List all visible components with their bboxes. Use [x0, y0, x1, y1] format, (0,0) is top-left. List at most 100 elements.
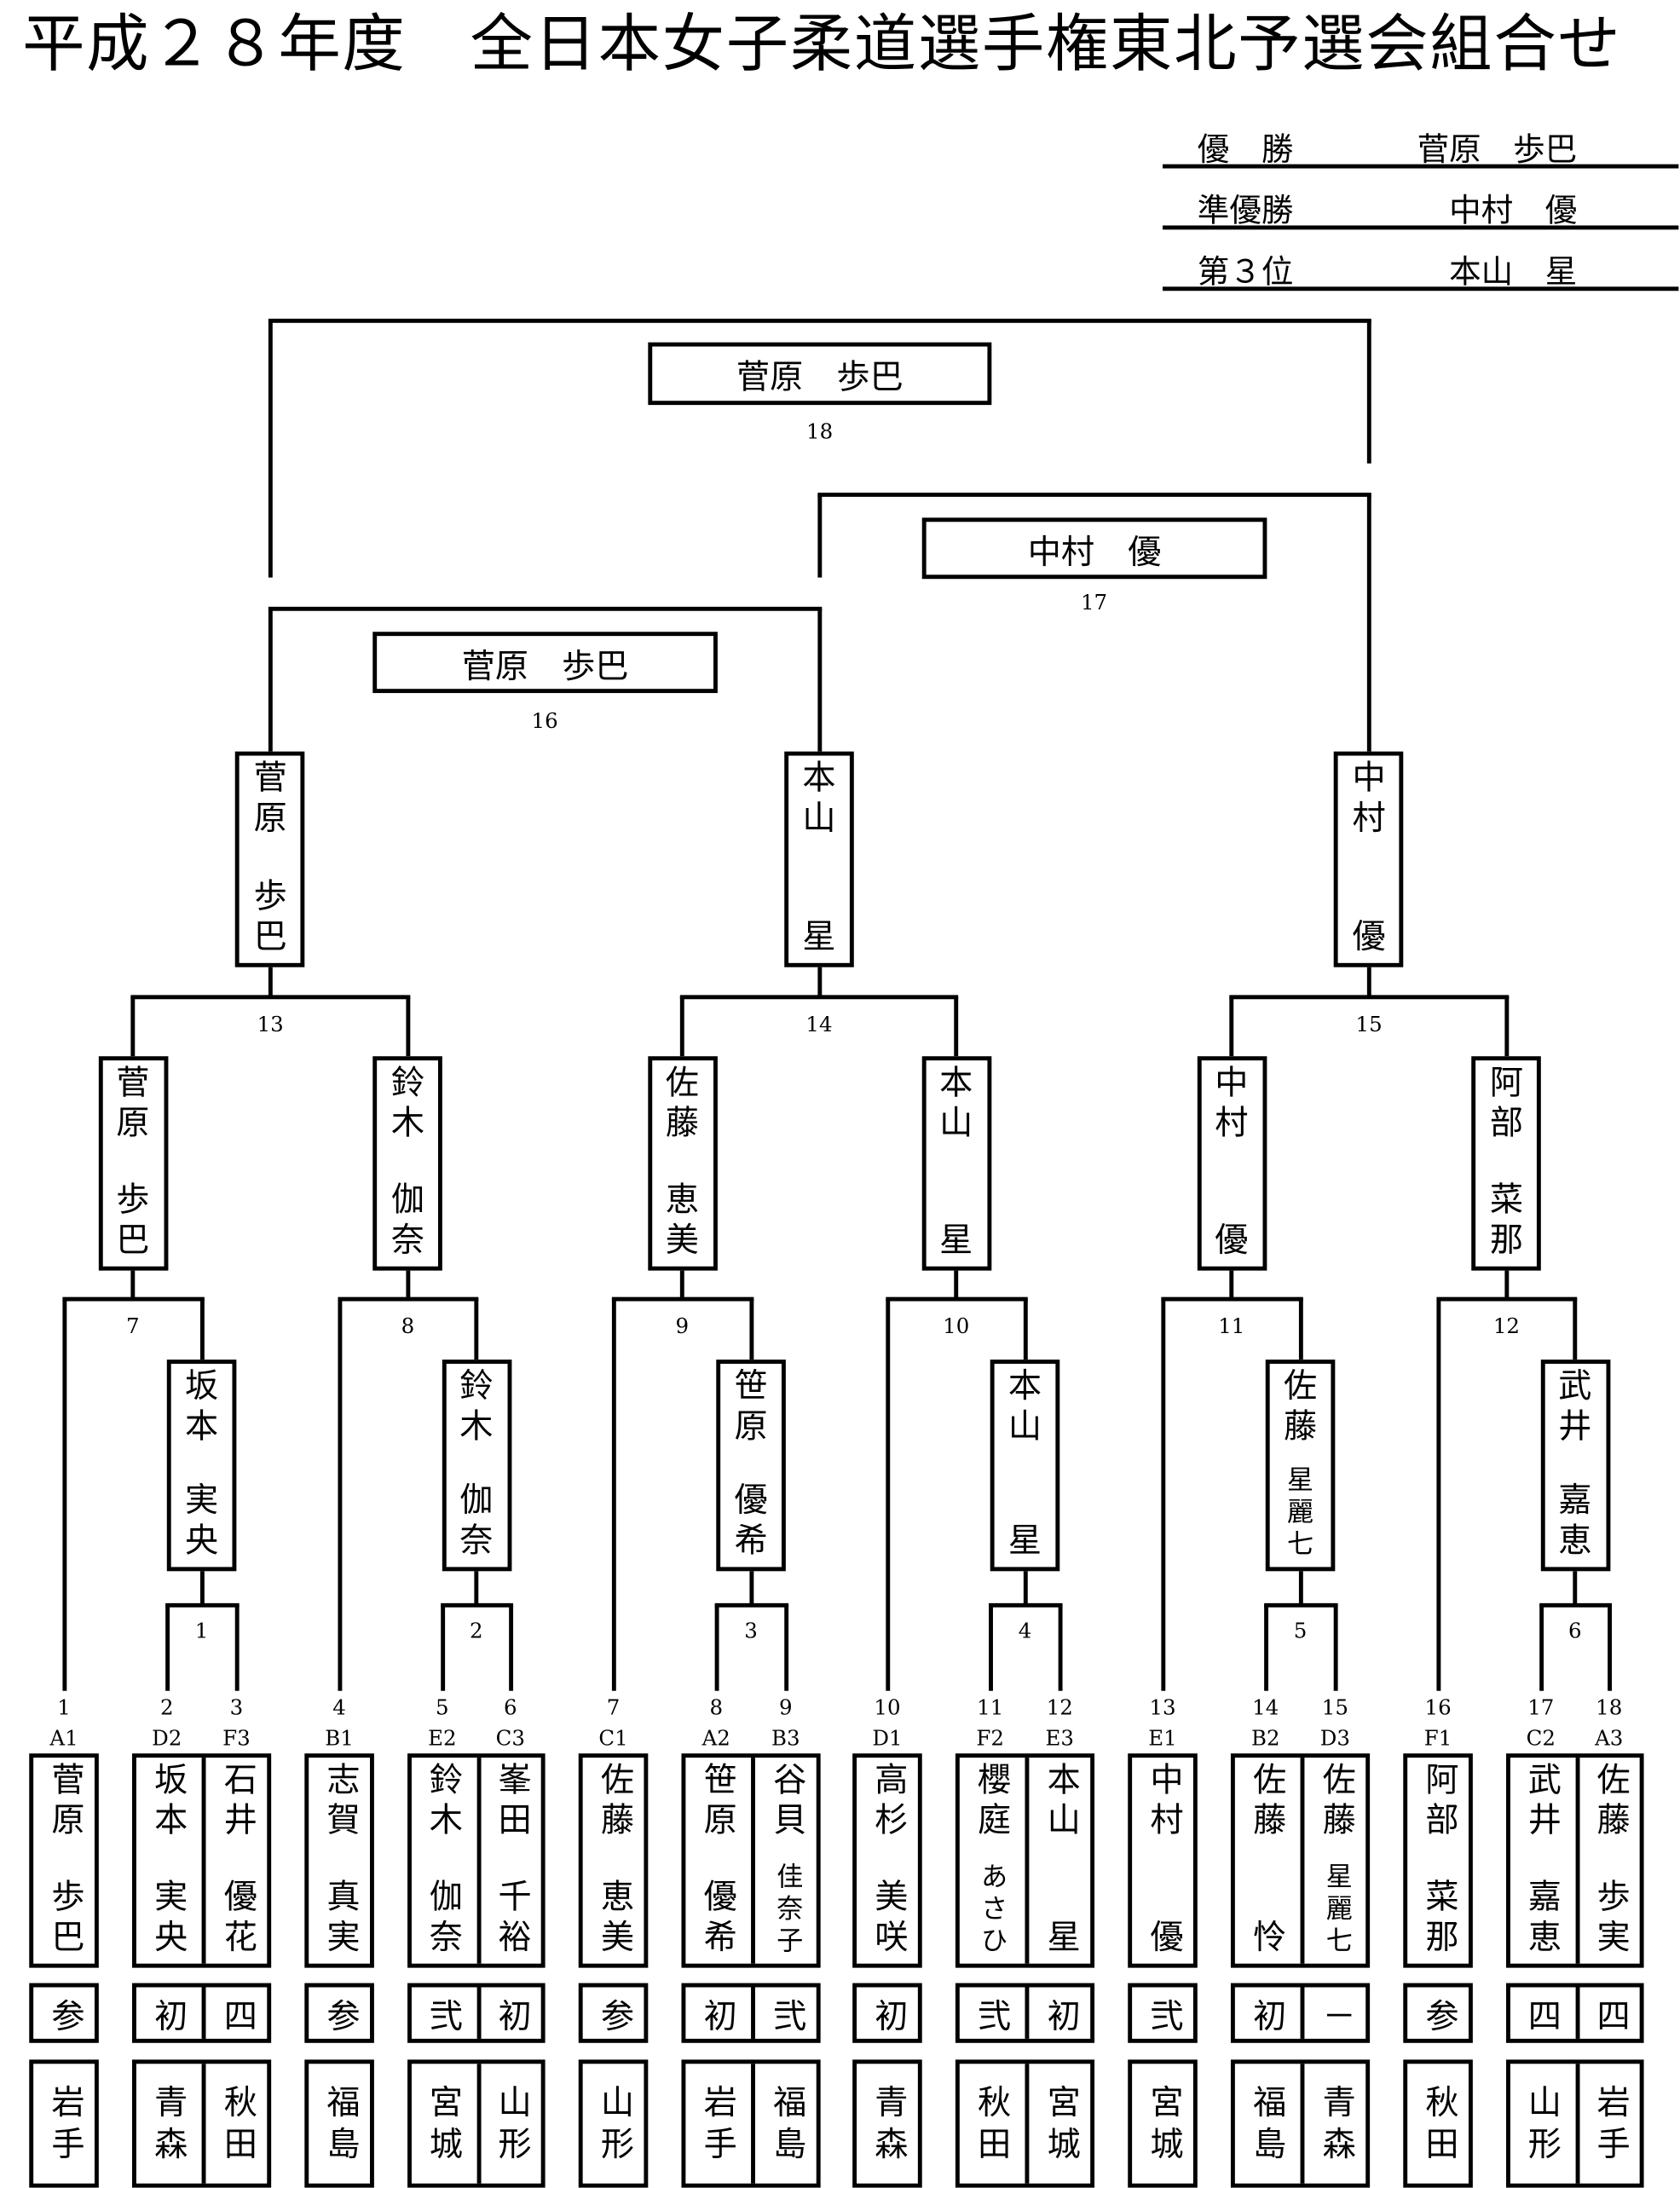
- entrant-code: B2: [1250, 1725, 1280, 1751]
- bracket-line: [1229, 994, 1509, 999]
- glyph: ひ: [981, 1925, 1008, 1957]
- match-number: 4: [1018, 1618, 1032, 1644]
- cell-divider: [1025, 1987, 1030, 2039]
- family-name: 中村: [1150, 1760, 1183, 1841]
- glyph: 部: [1425, 1800, 1459, 1840]
- glyph: 千: [498, 1877, 532, 1917]
- glyph: 優: [703, 1877, 737, 1917]
- glyph: 巴: [51, 1917, 85, 1957]
- glyph: 木: [429, 1800, 463, 1840]
- entrant-name-cell: 武井嘉恵: [1510, 1758, 1579, 1964]
- glyph: 菅: [51, 1760, 85, 1800]
- family-name: 佐藤: [1323, 1760, 1356, 1841]
- match-winner-box: 坂本実央: [166, 1360, 237, 1572]
- bracket-line: [406, 1269, 410, 1299]
- prefecture-label: 青森: [154, 2082, 188, 2166]
- entrant-pref-box: 山形: [578, 2059, 649, 2188]
- entrant-code: B3: [771, 1725, 800, 1751]
- glyph: 阿: [1489, 1063, 1524, 1103]
- glyph: 山: [600, 2083, 635, 2122]
- glyph: 伽: [459, 1481, 494, 1520]
- entrant-code: E2: [428, 1725, 457, 1751]
- cell-divider: [1300, 1987, 1305, 2039]
- bracket-line: [1366, 966, 1371, 997]
- entrant-kyu-box: 参: [304, 1983, 374, 2043]
- glyph: 福: [773, 2083, 807, 2122]
- entrant-number: 6: [503, 1694, 517, 1721]
- entrant-pref-box: 青森: [852, 2059, 922, 2188]
- bracket-line: [508, 1604, 513, 1691]
- glyph: 志: [326, 1760, 361, 1800]
- match-number: 9: [675, 1313, 690, 1339]
- entrant-code: C2: [1526, 1725, 1556, 1751]
- entrant-code: F1: [1423, 1725, 1452, 1751]
- entrant-name-box: 佐藤恵美: [578, 1753, 649, 1968]
- bracket-line: [130, 996, 136, 1057]
- entrant-code: E3: [1045, 1725, 1075, 1751]
- bracket-line: [817, 492, 1371, 497]
- bracket-line: [1539, 1604, 1544, 1691]
- glyph: 鈴: [390, 1063, 425, 1103]
- bracket-line: [1504, 996, 1509, 1057]
- entrant-name-cell: 高杉美咲: [857, 1758, 927, 1964]
- glyph: 井: [223, 1800, 257, 1840]
- glyph: 央: [154, 1917, 188, 1957]
- result-name: 中村 優: [1417, 193, 1578, 230]
- glyph: 形: [600, 2125, 635, 2164]
- bracket-line: [268, 318, 1371, 322]
- grade-label: 参: [1425, 1996, 1459, 2036]
- glyph: 嘉: [1527, 1877, 1562, 1917]
- entrant-kyu-box: 参: [29, 1983, 99, 2043]
- glyph: 庭: [978, 1800, 1012, 1840]
- bracket-line: [1366, 320, 1371, 464]
- entrant-code: A2: [701, 1725, 730, 1751]
- prefecture-label: 福島: [1253, 2082, 1286, 2166]
- prefecture-label: 秋田: [1425, 2082, 1458, 2166]
- glyph: 山: [939, 1103, 973, 1143]
- cell-divider: [476, 1758, 481, 1964]
- prefecture-label: 岩手: [1596, 2082, 1630, 2166]
- given-name: 嘉恵: [1528, 1878, 1562, 1959]
- match-number: 1: [194, 1618, 209, 1644]
- match-winner-box: 佐藤星麗七: [1265, 1360, 1336, 1572]
- family-name: 谷貝: [773, 1760, 806, 1841]
- entrant-pref-cell: 福島: [755, 2064, 825, 2183]
- entrant-kyu-box: 弐初: [955, 1983, 1095, 2043]
- glyph: 星: [802, 916, 836, 956]
- glyph: 恵: [665, 1180, 699, 1220]
- match-winner-box: 菅原歩巴: [98, 1056, 168, 1271]
- entrant-code: D2: [152, 1725, 182, 1751]
- entrant-name-cell: 佐藤恵美: [583, 1758, 653, 1964]
- entrant-pref-cell: 岩手: [685, 2064, 755, 2183]
- entrant-number: 11: [977, 1694, 1004, 1721]
- glyph: 優: [1215, 1220, 1249, 1260]
- given-name: 星: [1008, 1521, 1042, 1562]
- glyph: 森: [1322, 2125, 1356, 2164]
- glyph: 星: [1007, 1521, 1042, 1561]
- cell-divider: [1574, 2064, 1579, 2184]
- glyph: 手: [703, 2125, 737, 2164]
- bracket-line: [268, 606, 822, 610]
- cell-divider: [751, 2064, 755, 2184]
- family-name: 菅原: [254, 759, 287, 840]
- entrant-name-cell: 志賀真実: [309, 1758, 378, 1964]
- family-name: 石井: [224, 1760, 257, 1841]
- glyph: 佐: [1253, 1760, 1287, 1800]
- match-18-winner-box: 菅原 歩巴: [648, 342, 992, 406]
- match-winner-box: 本山星: [921, 1056, 991, 1271]
- glyph: 木: [459, 1406, 494, 1446]
- bracket-line: [679, 1269, 684, 1299]
- grade-label: 弐: [1150, 1996, 1184, 2036]
- entrant-kyu-cell: 初: [685, 1987, 755, 2038]
- match-number: 18: [806, 419, 834, 444]
- entrant-name-cell: 本山星: [1029, 1758, 1099, 1964]
- glyph: 鈴: [459, 1366, 494, 1406]
- bracket-line: [1160, 1298, 1165, 1691]
- glyph: 原: [253, 799, 287, 838]
- given-name: 佳奈子: [776, 1862, 803, 1959]
- cell-divider: [1025, 2064, 1030, 2184]
- bracket-line: [1435, 1296, 1578, 1301]
- match-number: 14: [805, 1011, 833, 1037]
- glyph: 子: [776, 1925, 804, 1957]
- glyph: 嘉: [1558, 1481, 1592, 1520]
